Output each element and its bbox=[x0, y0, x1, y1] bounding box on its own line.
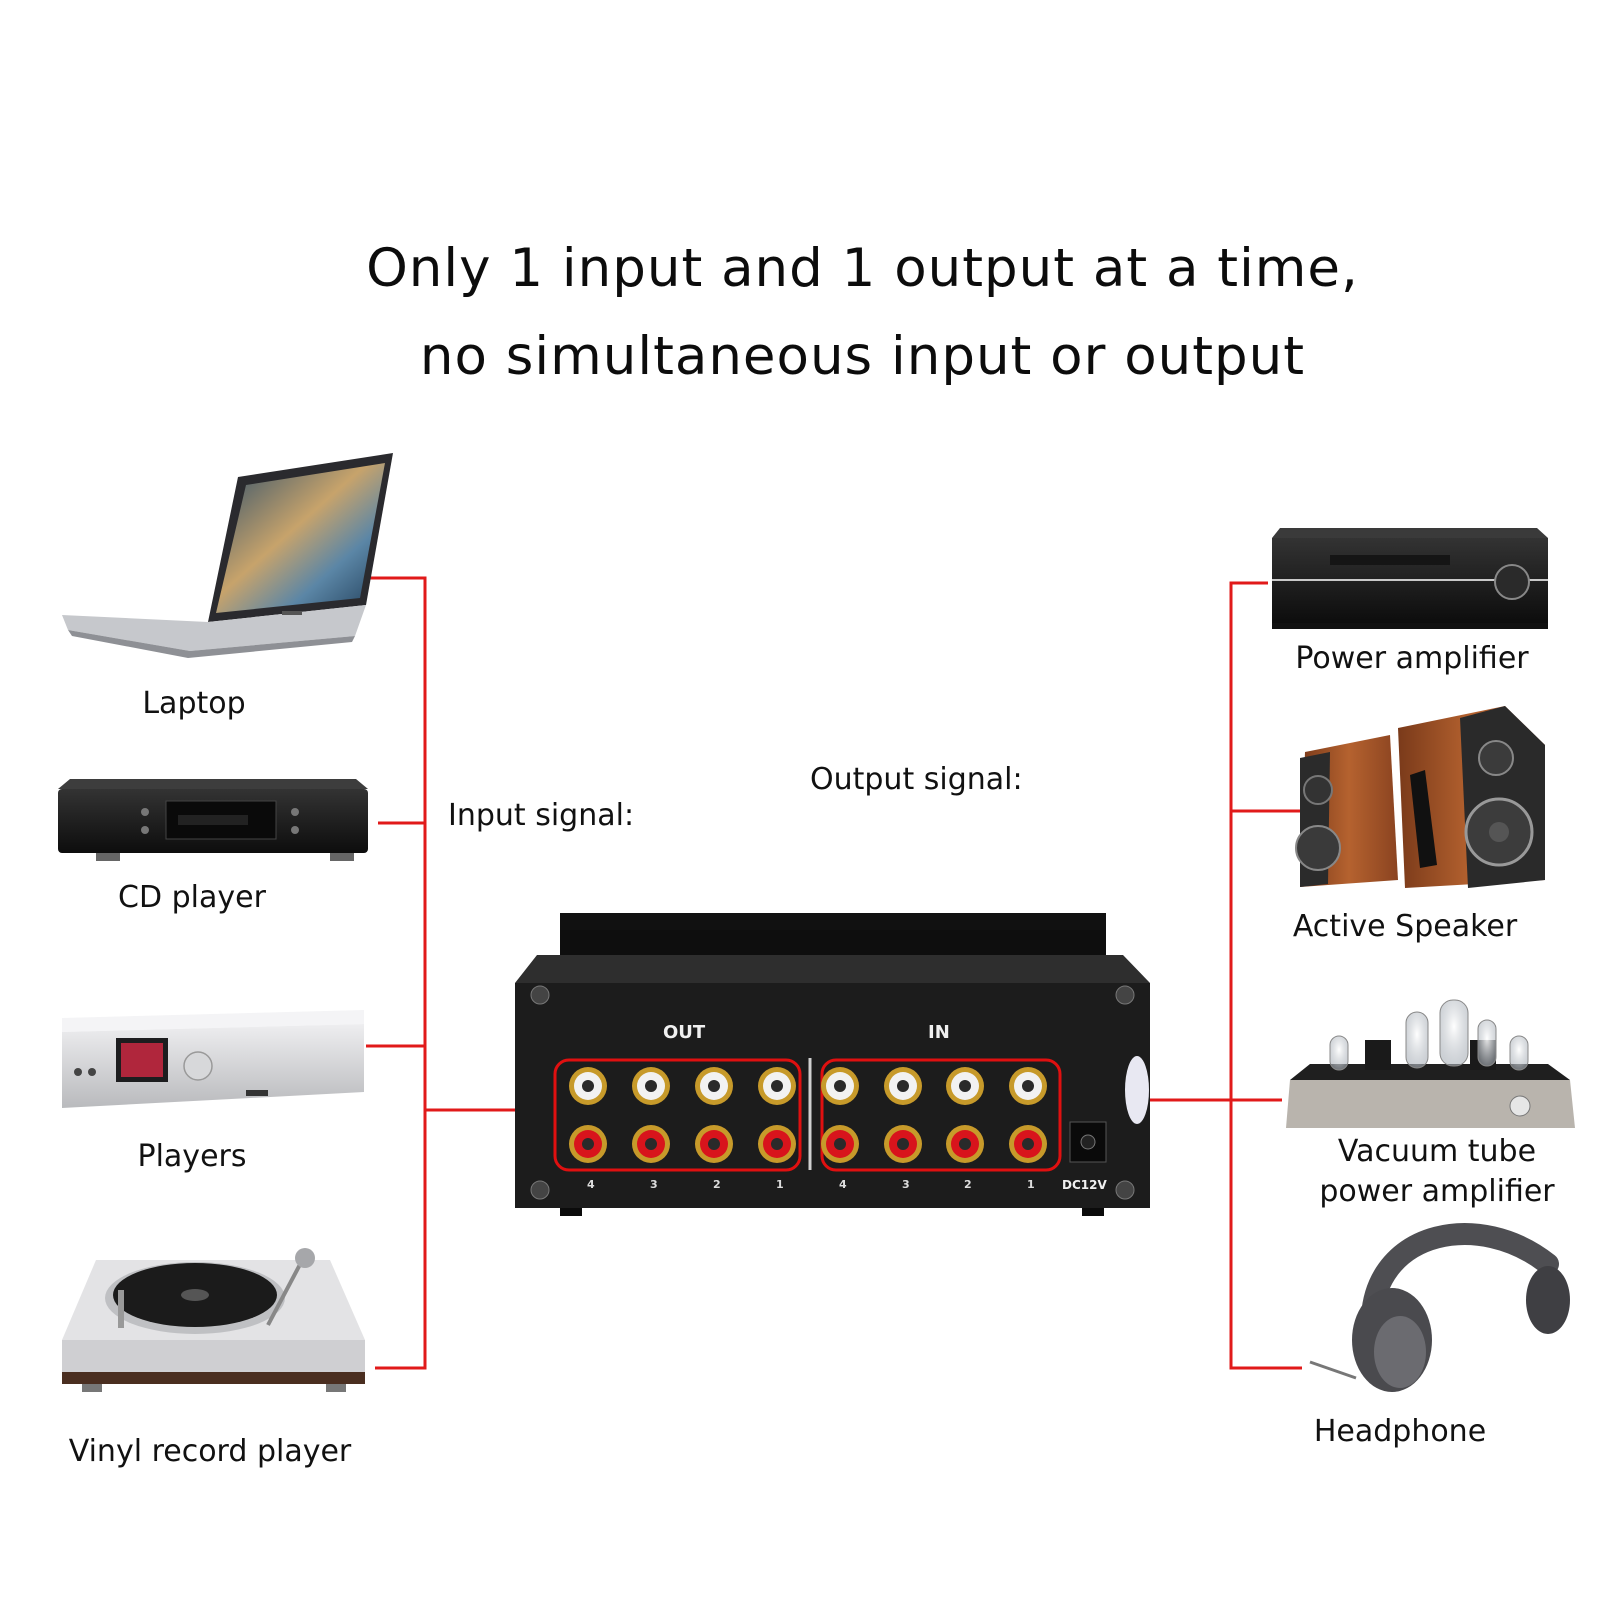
laptop-icon bbox=[62, 453, 393, 658]
source-label-vinyl: Vinyl record player bbox=[68, 1434, 352, 1469]
cd-player-icon bbox=[58, 779, 368, 861]
rca-jack-grid bbox=[569, 1067, 1047, 1163]
amplifier-icon bbox=[1272, 528, 1548, 629]
destination-label-active-speaker: Active Speaker bbox=[1292, 909, 1518, 944]
in-jack-number-3: 3 bbox=[902, 1178, 910, 1191]
rca-jack-hole bbox=[582, 1138, 594, 1150]
out-label: OUT bbox=[663, 1022, 706, 1043]
out-jack-number-2: 2 bbox=[713, 1178, 721, 1191]
rca-jack-hole bbox=[897, 1080, 909, 1092]
tube-amplifier-icon bbox=[1286, 999, 1575, 1128]
out-jack-number-3: 3 bbox=[650, 1178, 658, 1191]
rca-jack-hole bbox=[1022, 1138, 1034, 1150]
destination-label-tube-amplifier: Vacuum tube power amplifier bbox=[1319, 1134, 1555, 1209]
input-signal-label: Input signal: bbox=[448, 798, 635, 833]
rca-jack-hole bbox=[959, 1080, 971, 1092]
headphone-icon bbox=[1309, 1223, 1570, 1392]
source-label-laptop: Laptop bbox=[142, 686, 246, 721]
input-connector-lines bbox=[366, 576, 525, 1370]
rca-jack-hole bbox=[645, 1138, 657, 1150]
rca-jack-hole bbox=[959, 1138, 971, 1150]
headline-line-1: Only 1 input and 1 output at a time, bbox=[366, 238, 1359, 299]
speaker-icon bbox=[1295, 706, 1545, 888]
source-label-players: Players bbox=[137, 1139, 247, 1174]
rca-jack-hole bbox=[897, 1138, 909, 1150]
rca-jack-hole bbox=[708, 1138, 720, 1150]
rca-jack-hole bbox=[771, 1080, 783, 1092]
headline-line-2: no simultaneous input or output bbox=[419, 326, 1306, 387]
rca-jack-hole bbox=[1022, 1080, 1034, 1092]
power-label: DC12V bbox=[1062, 1178, 1107, 1192]
in-jack-number-4: 4 bbox=[839, 1178, 847, 1191]
in-jack-number-2: 2 bbox=[964, 1178, 972, 1191]
rca-jack-hole bbox=[834, 1080, 846, 1092]
rca-jack-hole bbox=[834, 1138, 846, 1150]
rca-jack-hole bbox=[645, 1080, 657, 1092]
destination-label-headphone: Headphone bbox=[1313, 1414, 1487, 1449]
source-label-cd-player: CD player bbox=[118, 880, 266, 915]
rca-jack-hole bbox=[582, 1080, 594, 1092]
out-jack-number-4: 4 bbox=[587, 1178, 595, 1191]
in-label: IN bbox=[928, 1022, 950, 1043]
rca-jack-hole bbox=[771, 1138, 783, 1150]
turntable-icon bbox=[62, 1248, 365, 1392]
out-jack-number-1: 1 bbox=[776, 1178, 784, 1191]
destination-label-power-amplifier: Power amplifier bbox=[1295, 641, 1529, 676]
in-jack-number-1: 1 bbox=[1027, 1178, 1035, 1191]
output-signal-label: Output signal: bbox=[810, 762, 1023, 797]
audio-switcher-device bbox=[515, 913, 1150, 1216]
media-player-icon bbox=[62, 1010, 364, 1108]
rca-jack-hole bbox=[708, 1080, 720, 1092]
